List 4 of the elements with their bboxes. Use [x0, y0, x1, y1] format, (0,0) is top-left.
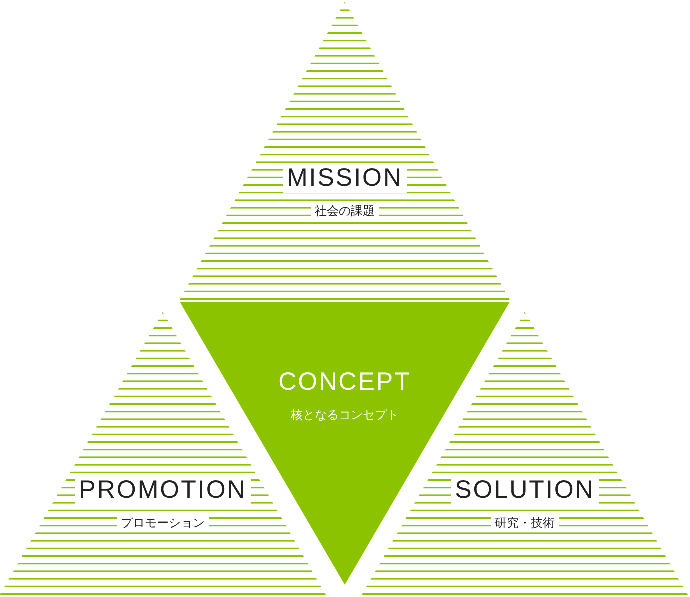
triangle-heading: CONCEPT	[278, 368, 412, 397]
triangle-subheading: 社会の課題	[311, 203, 379, 220]
triangle-subheading: 研究・技術	[491, 515, 559, 532]
triangle-subheading: 核となるコンセプト	[291, 407, 399, 424]
